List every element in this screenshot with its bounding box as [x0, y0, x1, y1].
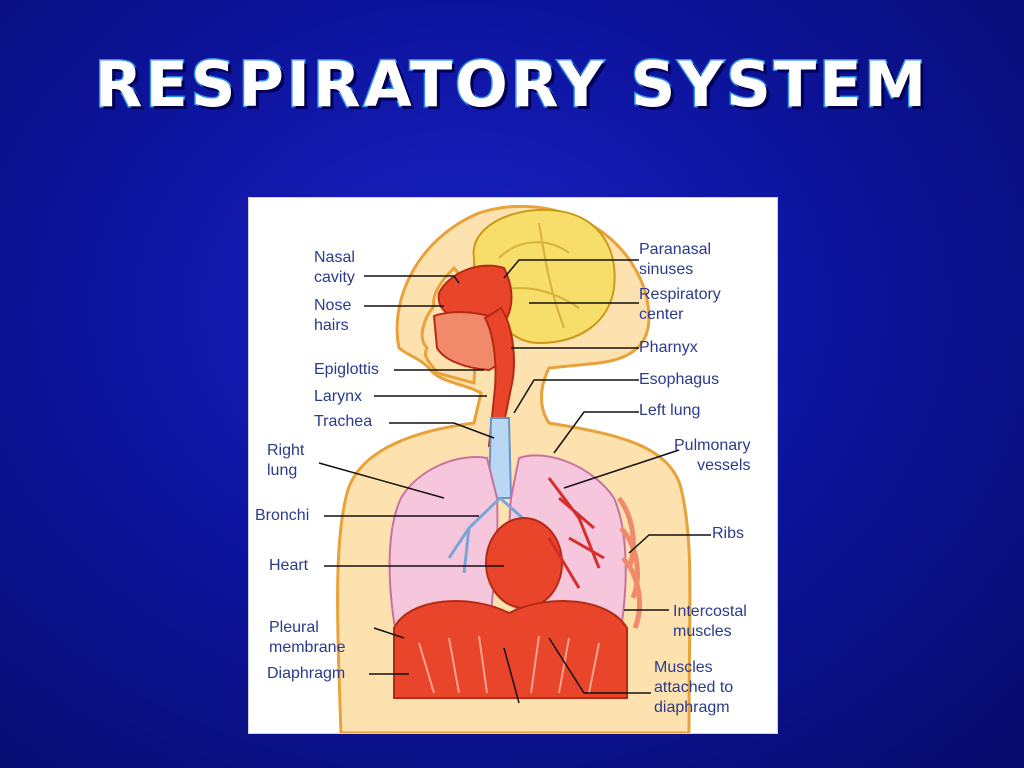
label-ribs: Ribs	[712, 525, 745, 542]
pulmonary-vessels	[547, 477, 605, 589]
heart	[485, 517, 563, 609]
label-intercostal-muscles: Intercostal muscles	[673, 603, 747, 640]
label-left-lung: Left lung	[639, 402, 701, 419]
anatomy-diagram: Nasal cavity Nose hairs Epiglottis Laryn…	[248, 197, 778, 734]
diaphragm-muscle	[393, 600, 628, 699]
label-respiratory-center: Respiratory center	[639, 286, 721, 323]
slide-title: RESPIRATORY SYSTEM	[93, 47, 930, 123]
ribs	[616, 496, 642, 629]
label-trachea: Trachea	[314, 413, 373, 430]
label-heart: Heart	[269, 557, 309, 574]
label-nose-hairs: Nose hairs	[314, 297, 352, 334]
label-larynx: Larynx	[314, 388, 363, 405]
label-paranasal-sinuses: Paranasal sinuses	[639, 241, 712, 278]
label-pleural-membrane: Pleural membrane	[269, 619, 346, 656]
label-muscles-attached: Muscles attached to diaphragm	[654, 659, 734, 716]
label-right-lung: Right lung	[267, 442, 305, 479]
label-pulmonary-vessels: Pulmonary vessels	[674, 437, 751, 474]
label-diaphragm: Diaphragm	[267, 665, 346, 682]
label-bronchi: Bronchi	[255, 507, 310, 524]
label-esophagus: Esophagus	[639, 371, 720, 388]
anatomy-illustration	[318, 204, 711, 733]
label-pharnyx: Pharnyx	[639, 339, 698, 356]
bronchi-tree	[447, 496, 556, 574]
label-epiglottis: Epiglottis	[314, 361, 379, 378]
label-nasal-cavity: Nasal cavity	[314, 249, 355, 286]
leader-lines	[318, 259, 711, 704]
